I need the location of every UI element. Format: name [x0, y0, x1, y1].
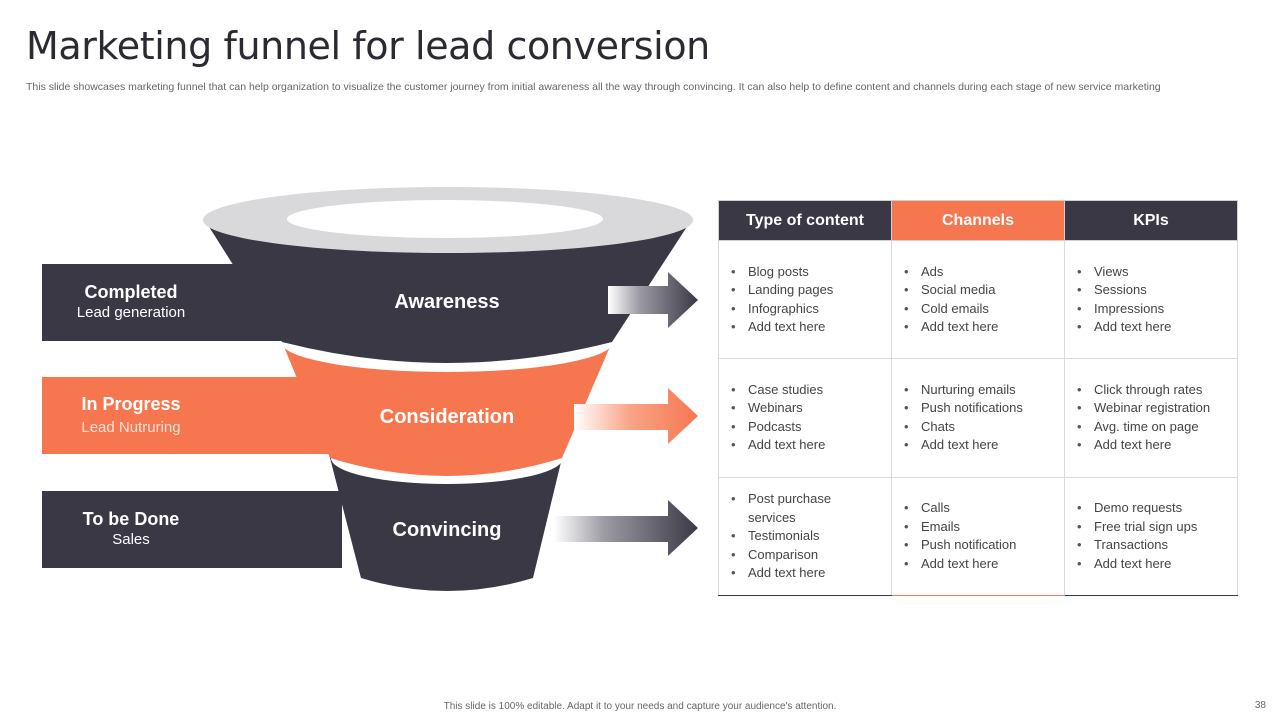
header-channels: Channels — [891, 200, 1065, 241]
list-item: Click through rates — [1077, 381, 1229, 400]
funnel-label-convincing: Convincing — [392, 519, 502, 541]
list-item: Avg. time on page — [1077, 418, 1229, 437]
list-item: Social media — [904, 281, 1056, 300]
stage-details-table: Type of content Channels KPIs Blog posts… — [718, 200, 1238, 597]
list-item: Add text here — [731, 436, 883, 455]
list-item: Webinar registration — [1077, 399, 1229, 418]
stage-status: In Progress — [81, 394, 181, 414]
list-item: Cold emails — [904, 300, 1056, 319]
funnel-segment-consideration — [282, 342, 612, 476]
stage-detail: Lead generation — [76, 304, 186, 321]
list-item: Testimonials — [731, 527, 883, 546]
table-cell: Calls Emails Push notification Add text … — [891, 476, 1065, 597]
page-number: 38 — [1254, 700, 1266, 711]
stage-detail: Sales — [112, 531, 150, 548]
table-cell: Views Sessions Impressions Add text here — [1064, 239, 1238, 360]
slide-title: Marketing funnel for lead conversion — [26, 24, 710, 68]
table-cell: Ads Social media Cold emails Add text he… — [891, 239, 1065, 360]
list-item: Post purchase services — [731, 490, 883, 527]
list-item: Ads — [904, 263, 1056, 282]
stage-status: Completed — [84, 282, 178, 302]
list-item: Nurturing emails — [904, 381, 1056, 400]
list-item: Chats — [904, 418, 1056, 437]
arrow-right-icon — [608, 272, 698, 328]
table-row: Blog posts Landing pages Infographics Ad… — [718, 239, 1238, 360]
arrow-right-icon — [574, 388, 698, 444]
list-item: Blog posts — [731, 263, 883, 282]
list-item: Landing pages — [731, 281, 883, 300]
stage-detail: Lead Nutruring — [81, 419, 181, 436]
table-row: Case studies Webinars Podcasts Add text … — [718, 358, 1238, 478]
list-item: Webinars — [731, 399, 883, 418]
table-cell: Post purchase services Testimonials Comp… — [718, 476, 892, 597]
list-item: Add text here — [731, 564, 883, 583]
funnel-segment-convincing — [330, 458, 562, 591]
header-kpis: KPIs — [1064, 200, 1238, 241]
list-item: Push notifications — [904, 399, 1056, 418]
list-item: Demo requests — [1077, 499, 1229, 518]
list-item: Transactions — [1077, 536, 1229, 555]
list-item: Comparison — [731, 546, 883, 565]
list-item: Views — [1077, 263, 1229, 282]
table-row: Post purchase services Testimonials Comp… — [718, 476, 1238, 597]
stage-label-in-progress: In Progress Lead Nutruring — [42, 377, 342, 454]
list-item: Infographics — [731, 300, 883, 319]
list-item: Add text here — [1077, 436, 1229, 455]
list-item: Impressions — [1077, 300, 1229, 319]
header-type-of-content: Type of content — [718, 200, 892, 241]
stage-status: To be Done — [82, 509, 180, 529]
funnel-label-consideration: Consideration — [379, 406, 515, 428]
list-item: Free trial sign ups — [1077, 518, 1229, 537]
slide-footer: This slide is 100% editable. Adapt it to… — [443, 701, 837, 712]
list-item: Add text here — [731, 318, 883, 337]
table-header-row: Type of content Channels KPIs — [718, 200, 1238, 241]
table-cell: Demo requests Free trial sign ups Transa… — [1064, 476, 1238, 597]
list-item: Sessions — [1077, 281, 1229, 300]
funnel-opening — [287, 200, 603, 238]
list-item: Podcasts — [731, 418, 883, 437]
table-cell: Blog posts Landing pages Infographics Ad… — [718, 239, 892, 360]
list-item: Add text here — [904, 436, 1056, 455]
list-item: Push notification — [904, 536, 1056, 555]
list-item: Case studies — [731, 381, 883, 400]
list-item: Emails — [904, 518, 1056, 537]
table-cell: Nurturing emails Push notifications Chat… — [891, 358, 1065, 478]
list-item: Add text here — [1077, 555, 1229, 574]
stage-label-to-be-done: To be Done Sales — [42, 491, 342, 568]
list-item: Add text here — [904, 318, 1056, 337]
funnel-label-awareness: Awareness — [394, 291, 500, 313]
arrow-right-icon — [554, 500, 698, 556]
funnel-segment-awareness — [206, 222, 690, 363]
list-item: Add text here — [1077, 318, 1229, 337]
list-item: Calls — [904, 499, 1056, 518]
slide-subtitle: This slide showcases marketing funnel th… — [26, 81, 1161, 93]
table-cell: Click through rates Webinar registration… — [1064, 358, 1238, 478]
table-cell: Case studies Webinars Podcasts Add text … — [718, 358, 892, 478]
list-item: Add text here — [904, 555, 1056, 574]
